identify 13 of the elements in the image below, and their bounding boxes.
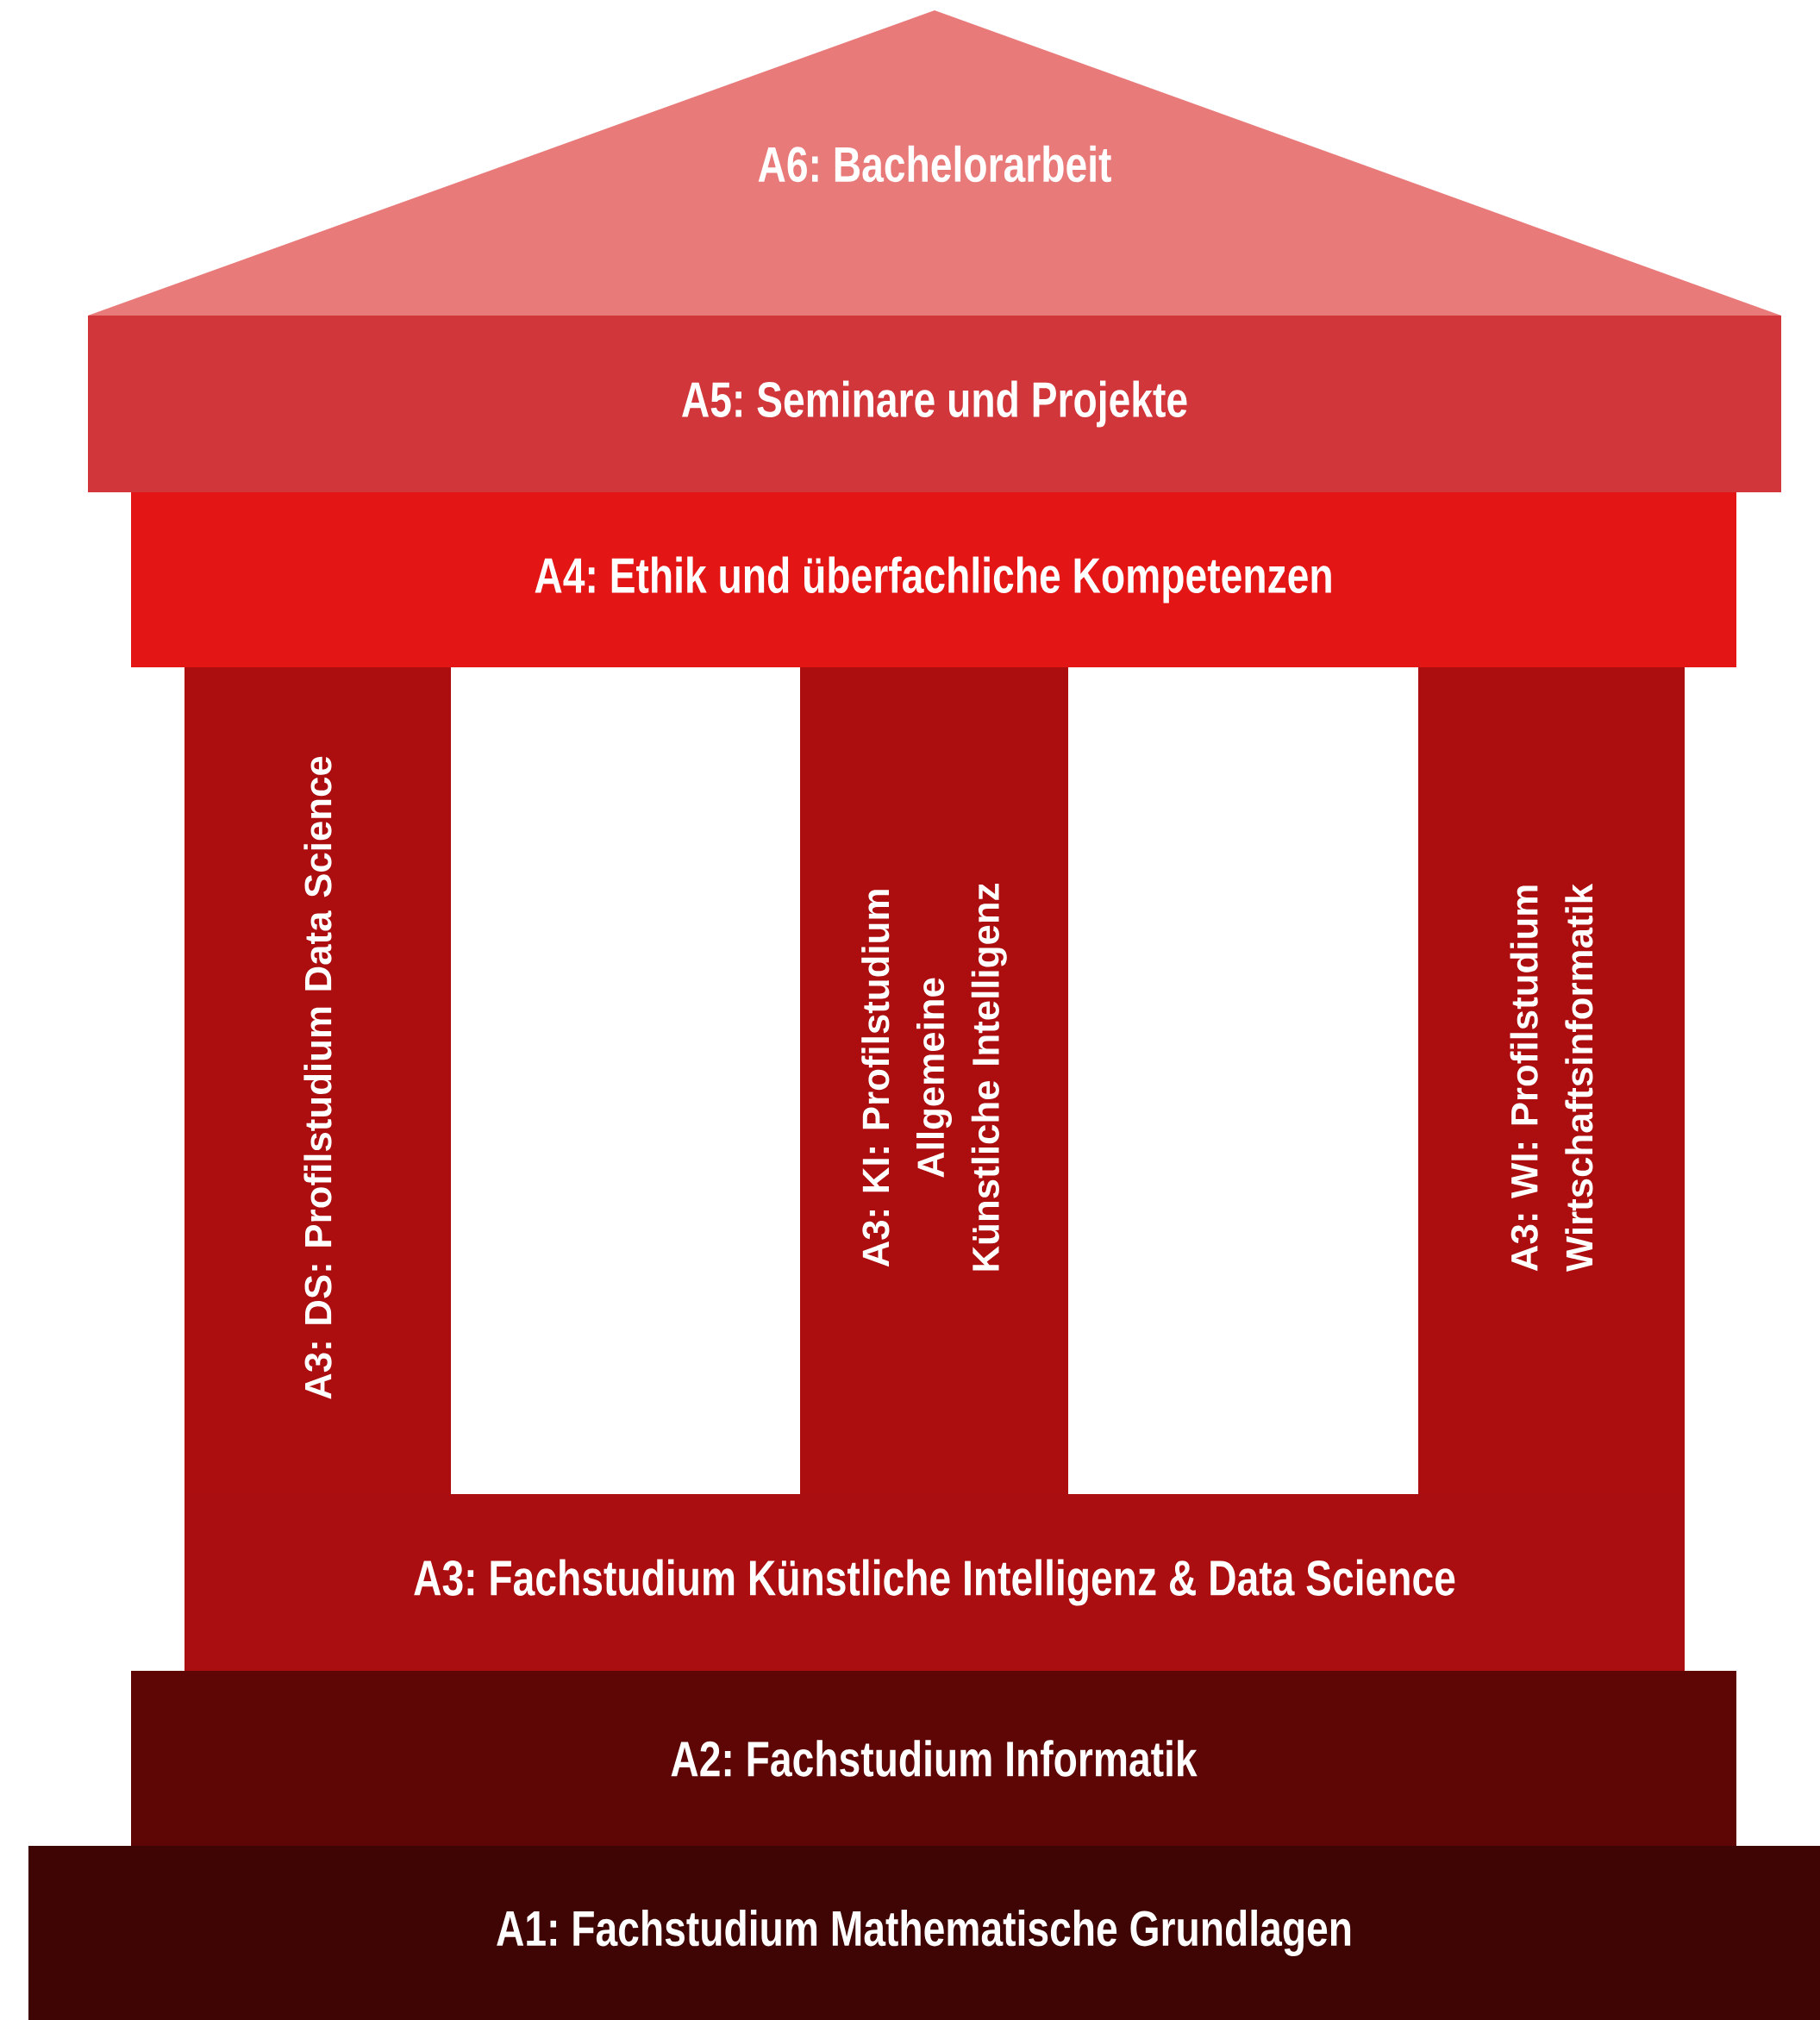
- roof-triangle: A6: Bachelorarbeit: [88, 10, 1781, 316]
- pillar-box: A3: KI: Profilstudium Allgemeine Künstliche Intelligenz: [800, 667, 1068, 1494]
- node-label: A3: DS: Profilstudium Data Science: [303, 756, 332, 1399]
- band-box: A4: Ethik und überfachliche Kompetenzen: [131, 492, 1736, 667]
- node-label: A3: Fachstudium Künstliche Intelligenz & Data Science: [414, 1559, 1455, 1606]
- band-box: A5: Seminare und Projekte: [88, 316, 1781, 492]
- band-box: A3: Fachstudium Künstliche Intelligenz & Data Science: [185, 1494, 1685, 1671]
- node-label: A3: WI: Profilstudium Wirtschaftsinformatik: [1510, 883, 1593, 1273]
- pillar-box: A3: WI: Profilstudium Wirtschaftsinformatik: [1418, 667, 1685, 1494]
- band-box: A1: Fachstudium Mathematische Grundlagen: [28, 1846, 1820, 2020]
- band-box: A2: Fachstudium Informatik: [131, 1671, 1736, 1846]
- node-label: A3: KI: Profilstudium Allgemeine Künstliche Intelligenz: [861, 884, 1007, 1271]
- pillar-box: A3: DS: Profilstudium Data Science: [185, 667, 451, 1494]
